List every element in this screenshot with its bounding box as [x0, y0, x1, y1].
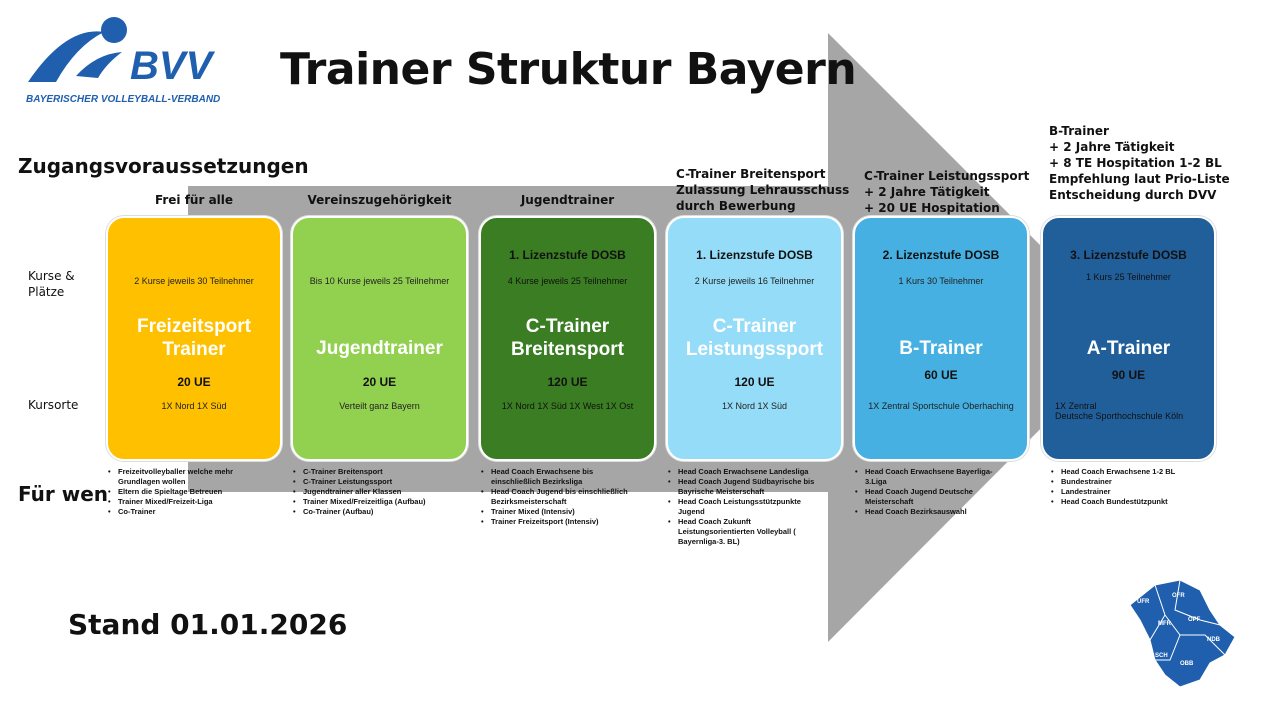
- course-capacity: 1 Kurs 30 Teilnehmer: [898, 276, 984, 286]
- map-region-label: NDB: [1207, 637, 1221, 643]
- map-region-label: UFR: [1137, 599, 1150, 605]
- course-hours: 120 UE: [734, 375, 775, 389]
- level-card: 1. Lizenzstufe DOSB 2 Kurse jeweils 16 T…: [666, 216, 843, 461]
- audience-item: Jugendtrainer aller Klassen: [293, 487, 450, 497]
- audience-item: Co-Trainer: [108, 507, 264, 517]
- map-region-label: SCH: [1155, 653, 1168, 659]
- course-location: 1X Zentral Deutsche Sporthochschule Köln: [1055, 401, 1184, 421]
- audience-item: Co-Trainer (Aufbau): [293, 507, 450, 517]
- requirement-text: C-Trainer Leistungssport + 2 Jahre Tätig…: [864, 169, 1030, 215]
- locations-label: Kursorte: [28, 398, 79, 412]
- course-hours: 20 UE: [177, 375, 211, 389]
- audience-item: Landestrainer: [1051, 487, 1206, 497]
- audience-item: Head Coach Zukunft Leistungsorientierten…: [668, 517, 825, 547]
- audience-list: Head Coach Erwachsene Bayerliga-3.LigaHe…: [855, 467, 1011, 517]
- audience-item: Trainer Mixed/Freizeit-Liga: [108, 497, 264, 507]
- course-location: 1X Nord 1X Süd 1X West 1X Ost: [501, 401, 634, 411]
- course-capacity: Bis 10 Kurse jeweils 25 Teilnehmer: [309, 276, 450, 286]
- requirements-heading: Zugangsvoraussetzungen: [18, 154, 309, 178]
- audience-item: Head Coach Bezirksauswahl: [855, 507, 1011, 517]
- audience-item: Head Coach Erwachsene Bayerliga-3.Liga: [855, 467, 1011, 487]
- audience-item: Head Coach Erwachsene 1-2 BL: [1051, 467, 1206, 477]
- audience-item: Trainer Mixed/Freizeitliga (Aufbau): [293, 497, 450, 507]
- license-level: 1. Lizenzstufe DOSB: [696, 248, 813, 262]
- course-location: 1X Zentral Sportschule Oberhaching: [868, 401, 1014, 411]
- level-name: Jugendtrainer: [316, 337, 443, 359]
- audience-item: C-Trainer Breitensport: [293, 467, 450, 477]
- logo-abbr: BVV: [130, 44, 213, 88]
- audience-item: Trainer Mixed (Intensiv): [481, 507, 638, 517]
- course-capacity: 4 Kurse jeweils 25 Teilnehmer: [507, 276, 628, 286]
- for-whom-heading: Für wen: [18, 482, 109, 506]
- audience-list: Head Coach Erwachsene LandesligaHead Coa…: [668, 467, 825, 547]
- requirement-text: C-Trainer Breitensport Zulassung Lehraus…: [676, 167, 850, 213]
- level-card: Bis 10 Kurse jeweils 25 Teilnehmer Jugen…: [291, 216, 468, 461]
- map-region-label: OBB: [1180, 661, 1194, 667]
- audience-item: Head Coach Jugend bis einschließlich Bez…: [481, 487, 638, 507]
- audience-list: C-Trainer BreitensportC-Trainer Leistung…: [293, 467, 450, 517]
- bvv-logo: [26, 16, 236, 108]
- audience-item: Head Coach Erwachsene Landesliga: [668, 467, 825, 477]
- volleyball-player-icon: [28, 17, 127, 82]
- level-name: C-Trainer Leistungssport: [685, 316, 824, 360]
- level-name: B-Trainer: [899, 337, 983, 359]
- level-card: 1. Lizenzstufe DOSB 4 Kurse jeweils 25 T…: [479, 216, 656, 461]
- course-hours: 120 UE: [547, 375, 588, 389]
- page-title: Trainer Struktur Bayern: [280, 44, 857, 95]
- license-level: 3. Lizenzstufe DOSB: [1070, 248, 1187, 262]
- course-location: 1X Nord 1X Süd: [161, 401, 227, 411]
- audience-item: Head Coach Bundestützpunkt: [1051, 497, 1206, 507]
- license-level: 1. Lizenzstufe DOSB: [509, 248, 626, 262]
- audience-list: Head Coach Erwachsene bis einschließlich…: [481, 467, 638, 527]
- audience-item: C-Trainer Leistungssport: [293, 477, 450, 487]
- courses-label: Kurse & Plätze: [28, 269, 75, 299]
- level-name: A-Trainer: [1086, 337, 1171, 359]
- level-card: 2. Lizenzstufe DOSB 1 Kurs 30 Teilnehmer…: [853, 216, 1029, 461]
- course-location: 1X Nord 1X Süd: [721, 401, 788, 411]
- level-name: C-Trainer Breitensport: [511, 316, 624, 360]
- map-region-label: OFR: [1172, 593, 1185, 599]
- audience-item: Head Coach Leistungsstützpunkte Jugend: [668, 497, 825, 517]
- course-capacity: 1 Kurs 25 Teilnehmer: [1086, 272, 1171, 282]
- bavaria-map-icon: UFR OFR MFR OPF NDB SCH OBB: [1129, 579, 1236, 688]
- audience-item: Freizeitvolleyballer welche mehr Grundla…: [108, 467, 264, 487]
- course-hours: 90 UE: [1111, 368, 1146, 382]
- level-card: 3. Lizenzstufe DOSB 1 Kurs 25 Teilnehmer…: [1041, 216, 1216, 461]
- course-capacity: 2 Kurse jeweils 30 Teilnehmer: [134, 276, 254, 286]
- course-capacity: 2 Kurse jeweils 16 Teilnehmer: [694, 276, 815, 286]
- audience-item: Head Coach Jugend Deutsche Meisterschaft: [855, 487, 1011, 507]
- requirement-text: Frei für alle: [154, 193, 234, 207]
- course-location: Verteilt ganz Bayern: [339, 401, 420, 411]
- audience-item: Head Coach Erwachsene bis einschließlich…: [481, 467, 638, 487]
- audience-item: Trainer Freizeitsport (Intensiv): [481, 517, 638, 527]
- course-hours: 60 UE: [924, 368, 958, 382]
- requirement-text: B-Trainer + 2 Jahre Tätigkeit + 8 TE Hos…: [1049, 124, 1230, 202]
- audience-list: Freizeitvolleyballer welche mehr Grundla…: [108, 467, 264, 517]
- requirement-text: Jugendtrainer: [520, 193, 615, 207]
- course-hours: 20 UE: [362, 375, 397, 389]
- logo-name: BAYERISCHER VOLLEYBALL-VERBAND: [26, 94, 221, 105]
- audience-item: Bundestrainer: [1051, 477, 1206, 487]
- map-region-label: MFR: [1158, 621, 1172, 627]
- license-level: 2. Lizenzstufe DOSB: [882, 248, 1000, 262]
- level-card: 2 Kurse jeweils 30 Teilnehmer Freizeitsp…: [106, 216, 282, 461]
- map-region-label: OPF: [1188, 617, 1201, 623]
- requirement-text: Vereinszugehörigkeit: [307, 193, 452, 207]
- level-name: Freizeitsport Trainer: [136, 316, 252, 360]
- audience-item: Head Coach Jugend Südbayrische bis Bayri…: [668, 477, 825, 497]
- audience-item: Eltern die Spieltage Betreuen: [108, 487, 264, 497]
- stand-date: Stand 01.01.2026: [68, 608, 348, 641]
- audience-list: Head Coach Erwachsene 1-2 BLBundestraine…: [1051, 467, 1206, 507]
